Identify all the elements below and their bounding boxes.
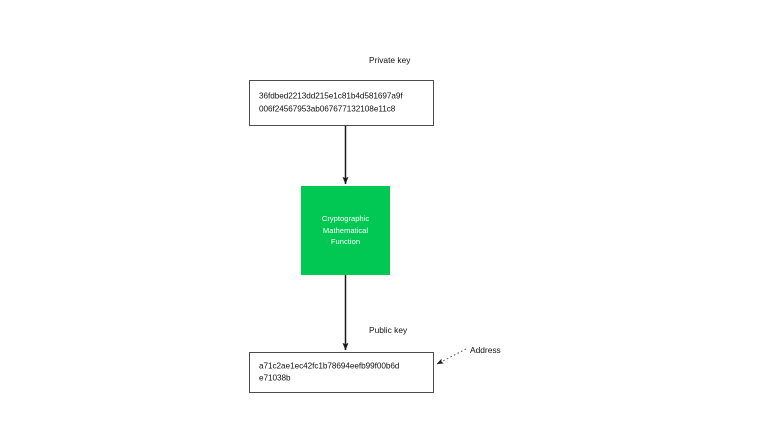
- public-key-label: Public key: [369, 325, 408, 335]
- connector-address-annotation: [436, 348, 467, 365]
- function-label-line-1: Cryptographic: [321, 214, 370, 224]
- function-label-line-3: Function: [330, 237, 361, 247]
- public-key-value: a71c2ae1ec42fc1b78694eefb99f00b6d e71038b: [259, 360, 399, 385]
- public-key-line-2: e71038b: [259, 373, 291, 383]
- private-key-value: 36fdbed2213dd215e1c81b4d581697a9f 006f245…: [259, 91, 403, 116]
- private-key-box[interactable]: 36fdbed2213dd215e1c81b4d581697a9f 006f245…: [249, 80, 434, 126]
- function-label-line-2: Mathematical: [322, 225, 369, 235]
- private-key-line-1: 36fdbed2213dd215e1c81b4d581697a9f: [259, 91, 403, 101]
- private-key-label: Private key: [369, 55, 411, 65]
- public-key-box[interactable]: a71c2ae1ec42fc1b78694eefb99f00b6d e71038b: [249, 352, 434, 393]
- public-key-line-1: a71c2ae1ec42fc1b78694eefb99f00b6d: [259, 361, 400, 370]
- private-key-line-2: 006f24567953ab067677132108e11c8: [259, 104, 396, 113]
- cryptographic-function-box[interactable]: Cryptographic Mathematical Function: [301, 186, 390, 275]
- address-label: Address: [470, 345, 501, 355]
